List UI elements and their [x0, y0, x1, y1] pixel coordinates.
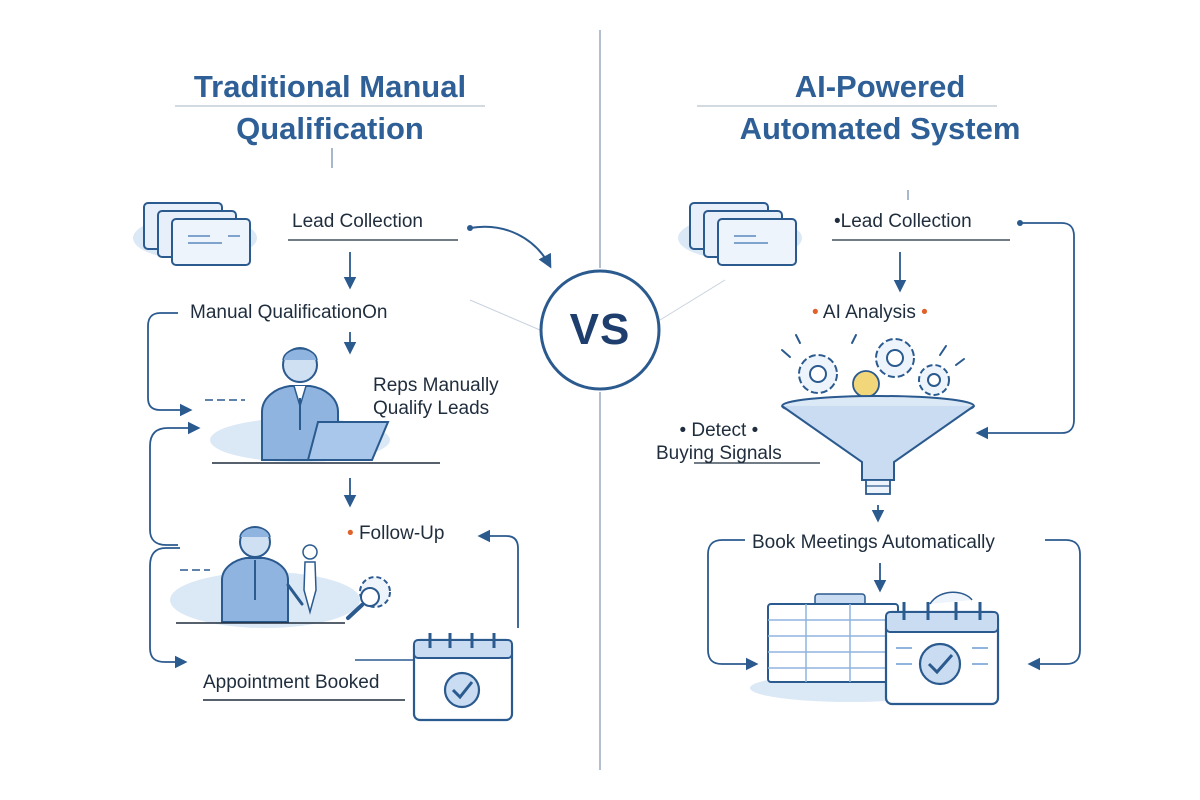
arrow-to-vs	[469, 225, 552, 269]
left-title-line1: Traditional Manual	[193, 69, 467, 104]
left-reps-line2: Qualify Leads	[373, 398, 490, 420]
bullet-dot: •	[679, 420, 687, 441]
calendar-check-icon	[412, 633, 514, 722]
left-lead-collection: Lead Collection	[292, 211, 423, 232]
loop-arrow-3	[149, 547, 188, 669]
left-follow-up-label: Follow-Up	[358, 523, 445, 544]
vs-label: VS	[569, 305, 631, 354]
right-detect-line1-label: Detect	[691, 420, 747, 441]
left-follow-up: • Follow-Up	[347, 522, 444, 545]
left-manual-qualification: Manual QualificationOn	[190, 302, 388, 323]
calendar-check-icon	[884, 591, 1000, 706]
right-lead-collection-label: Lead Collection	[840, 211, 972, 232]
book-loop-right	[1027, 539, 1081, 671]
gear-search-icon	[346, 576, 391, 620]
loop-arrow-1	[147, 312, 193, 417]
bullet-dot: •	[921, 302, 928, 323]
vs-circle	[469, 269, 726, 391]
bullet-dot: •	[751, 420, 759, 441]
right-loop-arrow	[975, 222, 1075, 440]
left-appointment-booked: Appointment Booked	[203, 672, 380, 693]
followup-return-arrow	[477, 529, 519, 628]
left-title: Traditional Manual Qualification	[150, 68, 510, 148]
right-detect-line1: • Detect •	[656, 419, 782, 442]
lead-cards-icon	[678, 202, 802, 266]
bullet-dot: •	[834, 211, 841, 232]
rep-on-phone-icon	[170, 526, 360, 628]
gears-icon	[781, 334, 965, 398]
right-title-line1: AI-Powered	[794, 69, 966, 104]
book-loop-left	[707, 539, 759, 671]
rep-at-laptop-icon	[205, 347, 440, 464]
funnel-icon	[781, 395, 975, 495]
right-ai-analysis: • AI Analysis •	[812, 301, 928, 324]
right-lead-collection: •Lead Collection	[834, 210, 972, 233]
left-title-line2: Qualification	[236, 111, 424, 146]
bullet-dot: •	[812, 302, 819, 323]
loop-arrow-2	[149, 421, 201, 546]
right-detect-signals: • Detect • Buying Signals	[656, 419, 782, 465]
right-ai-analysis-label: AI Analysis	[822, 302, 916, 323]
right-detect-line2: Buying Signals	[656, 443, 782, 465]
left-reps-line1: Reps Manually	[373, 375, 499, 396]
right-title-line2: Automated System	[739, 111, 1021, 146]
right-book-meetings: Book Meetings Automatically	[752, 532, 995, 553]
bullet-dot: •	[347, 523, 354, 544]
left-reps-manually: Reps Manually Qualify Leads	[373, 374, 499, 420]
right-title: AI-Powered Automated System	[690, 68, 1070, 148]
lead-cards-icon	[133, 202, 257, 266]
